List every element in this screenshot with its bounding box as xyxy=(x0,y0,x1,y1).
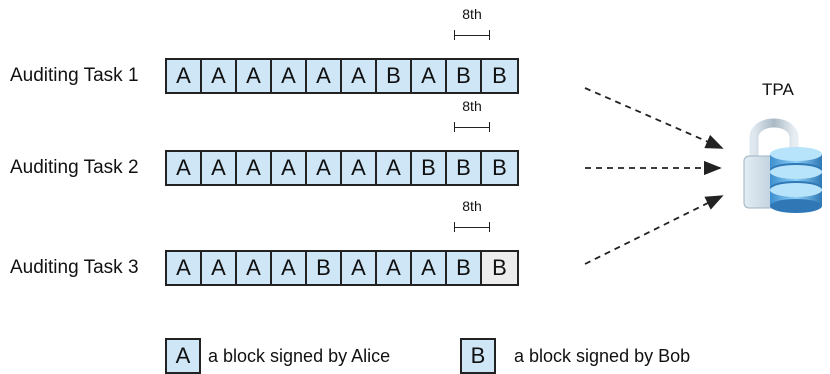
task-1-8th-marker: 8th xyxy=(454,6,490,40)
task-2-block-5: A xyxy=(307,152,342,184)
legend-bob-block: B xyxy=(460,338,496,374)
legend-alice-block: A xyxy=(165,338,201,374)
task-1-block-1: A xyxy=(167,60,202,92)
task-3-label: Auditing Task 3 xyxy=(10,257,139,278)
task-2-block-4: A xyxy=(272,152,307,184)
arrow-task-1-to-tpa xyxy=(584,87,724,149)
task-1-block-10: B xyxy=(482,60,517,92)
task-2-block-7: A xyxy=(377,152,412,184)
task-1-block-3: A xyxy=(237,60,272,92)
legend-alice-text: a block signed by Alice xyxy=(208,346,391,366)
task-2-8th-marker: 8th xyxy=(454,98,490,132)
task-3-block-7: A xyxy=(377,252,412,284)
task-2-block-2: A xyxy=(202,152,237,184)
task-1-label: Auditing Task 1 xyxy=(10,65,139,86)
task-1-block-9: B xyxy=(447,60,482,92)
task-1-block-4: A xyxy=(272,60,307,92)
task-2-block-8: B xyxy=(412,152,447,184)
task-1-block-row: A A A A A A B A B B xyxy=(165,58,519,94)
task-3-block-10: B xyxy=(482,252,517,284)
task-2-block-row: A A A A A A A B B B xyxy=(165,150,519,186)
task-2-block-9: B xyxy=(447,152,482,184)
task-3-block-3: A xyxy=(237,252,272,284)
task-2-block-10: B xyxy=(482,152,517,184)
arrow-task-3-to-tpa xyxy=(584,195,724,265)
task-3-block-9: B xyxy=(447,252,482,284)
task-2-label: Auditing Task 2 xyxy=(10,157,139,178)
task-3-block-5: B xyxy=(307,252,342,284)
tpa-label: TPA xyxy=(762,80,794,99)
task-2-block-3: A xyxy=(237,152,272,184)
task-2-block-1: A xyxy=(167,152,202,184)
task-2-block-6: A xyxy=(342,152,377,184)
lock-database-icon xyxy=(743,118,822,213)
task-1-block-2: A xyxy=(202,60,237,92)
task-3-block-1: A xyxy=(167,252,202,284)
task-3-8th-marker: 8th xyxy=(454,198,490,232)
task-3-block-row: A A A A B A A A B B xyxy=(165,250,519,286)
task-1-marker-label: 8th xyxy=(462,6,482,22)
task-1-block-8: A xyxy=(412,60,447,92)
legend-bob-text: a block signed by Bob xyxy=(514,346,691,366)
task-3-block-4: A xyxy=(272,252,307,284)
task-3-marker-label: 8th xyxy=(462,198,482,214)
task-1-block-5: A xyxy=(307,60,342,92)
task-2-marker-label: 8th xyxy=(462,98,482,114)
task-1-block-6: A xyxy=(342,60,377,92)
task-3-block-8: A xyxy=(412,252,447,284)
task-1-block-7: B xyxy=(377,60,412,92)
task-3-block-6: A xyxy=(342,252,377,284)
task-3-block-2: A xyxy=(202,252,237,284)
